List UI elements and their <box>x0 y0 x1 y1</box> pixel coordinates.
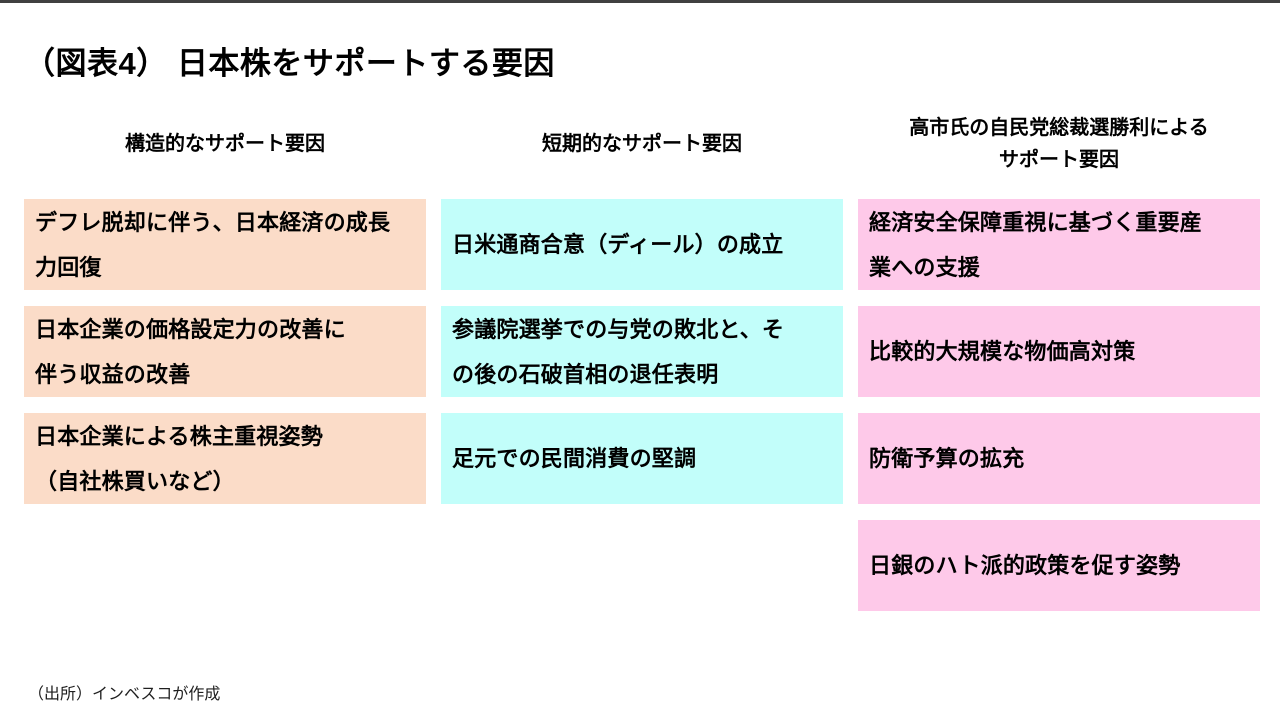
factor-box-takaichi-2: 比較的大規模な物価高対策 <box>858 306 1260 397</box>
factor-box-short-term-3: 足元での民間消費の堅調 <box>441 413 843 504</box>
factor-box-short-term-2: 参議院選挙での与党の敗北と、そ の後の石破首相の退任表明 <box>441 306 843 397</box>
column-takaichi: 高市氏の自民党総裁選勝利による サポート要因 経済安全保障重視に基づく重要産 業… <box>858 105 1260 627</box>
factor-box-takaichi-4: 日銀のハト派的政策を促す姿勢 <box>858 520 1260 611</box>
factor-box-structural-2: 日本企業の価格設定力の改善に 伴う収益の改善 <box>24 306 426 397</box>
factor-columns: 構造的なサポート要因 デフレ脱却に伴う、日本経済の成長 力回復 日本企業の価格設… <box>24 105 1260 627</box>
top-accent-bar <box>0 0 1280 3</box>
column-header-takaichi: 高市氏の自民党総裁選勝利による サポート要因 <box>909 117 1209 171</box>
column-header-short-term: 短期的なサポート要因 <box>542 133 742 155</box>
column-structural: 構造的なサポート要因 デフレ脱却に伴う、日本経済の成長 力回復 日本企業の価格設… <box>24 105 426 627</box>
factor-box-short-term-1: 日米通商合意（ディール）の成立 <box>441 199 843 290</box>
factor-box-takaichi-1: 経済安全保障重視に基づく重要産 業への支援 <box>858 199 1260 290</box>
column-short-term: 短期的なサポート要因 日米通商合意（ディール）の成立 参議院選挙での与党の敗北と… <box>441 105 843 627</box>
factor-box-structural-1: デフレ脱却に伴う、日本経済の成長 力回復 <box>24 199 426 290</box>
column-header-structural: 構造的なサポート要因 <box>125 133 325 155</box>
figure-title: （図表4） 日本株をサポートする要因 <box>24 45 555 81</box>
factor-box-takaichi-3: 防衛予算の拡充 <box>858 413 1260 504</box>
factor-box-structural-3: 日本企業による株主重視姿勢 （自社株買いなど） <box>24 413 426 504</box>
source-note: （出所）インベスコが作成 <box>28 686 221 703</box>
